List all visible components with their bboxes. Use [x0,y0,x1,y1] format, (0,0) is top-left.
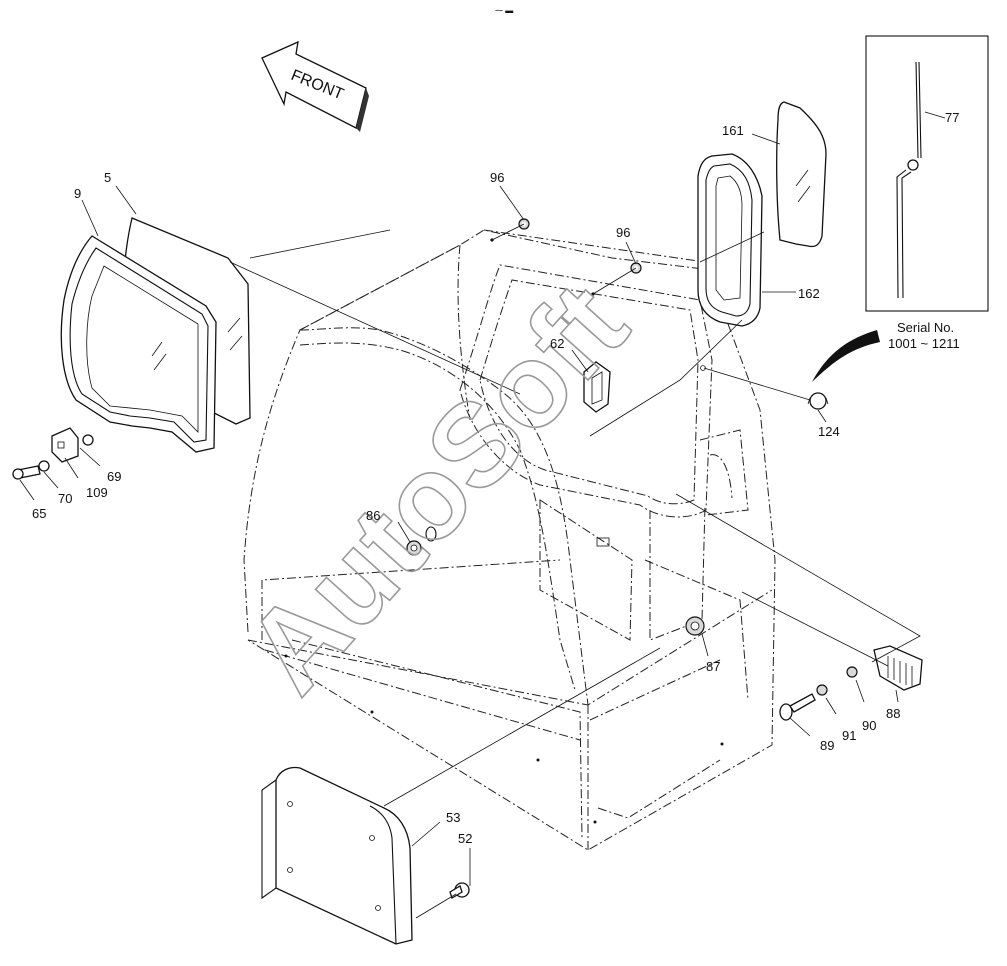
cap-part-124 [807,392,829,410]
callout-124: 124 [818,424,840,439]
callout-labels: 5 9 96 96 161 162 62 124 69 109 70 65 86… [32,123,900,846]
washer-part-91 [816,684,828,696]
callout-161: 161 [722,123,744,138]
window-seal-part-9 [60,235,217,453]
callout-5: 5 [104,170,111,185]
window-seal-part-162 [697,153,763,327]
panel-part-53 [261,766,413,945]
callout-53: 53 [446,810,460,825]
grommet-part-87 [685,616,705,636]
grommet-part-86 [406,526,437,556]
washer-part-90 [846,666,858,678]
callout-109: 109 [86,485,108,500]
callout-87: 87 [706,659,720,674]
callout-9: 9 [74,186,81,201]
callout-70: 70 [58,491,72,506]
bracket-part-109 [12,427,94,480]
serial-inset: 77 [865,35,989,312]
front-arrow: FRONT [261,40,369,132]
serial-range: 1001 ~ 1211 [888,336,960,351]
callout-162: 162 [798,286,820,301]
callout-77: 77 [945,110,959,125]
header-mark: ⁓ ▬ [495,6,513,15]
callout-89: 89 [820,738,834,753]
callout-88: 88 [886,706,900,721]
rear-glass-part-161 [776,101,827,248]
callout-69: 69 [107,469,121,484]
callout-65: 65 [32,506,46,521]
callout-96b: 96 [616,225,630,240]
callout-62: 62 [550,336,564,351]
leader-lines [19,133,921,919]
latch-part-88 [873,645,923,691]
serial-title: Serial No. [897,320,954,335]
bolt-part-52 [449,882,470,899]
bolt-part-89 [779,693,816,721]
callout-90: 90 [862,718,876,733]
handle-part-62 [583,361,611,413]
watermark: AutoSoft [221,259,652,717]
callout-86: 86 [366,508,380,523]
callout-52: 52 [458,831,472,846]
callout-96a: 96 [490,170,504,185]
serial-pointer [812,330,880,382]
callout-91: 91 [842,728,856,743]
